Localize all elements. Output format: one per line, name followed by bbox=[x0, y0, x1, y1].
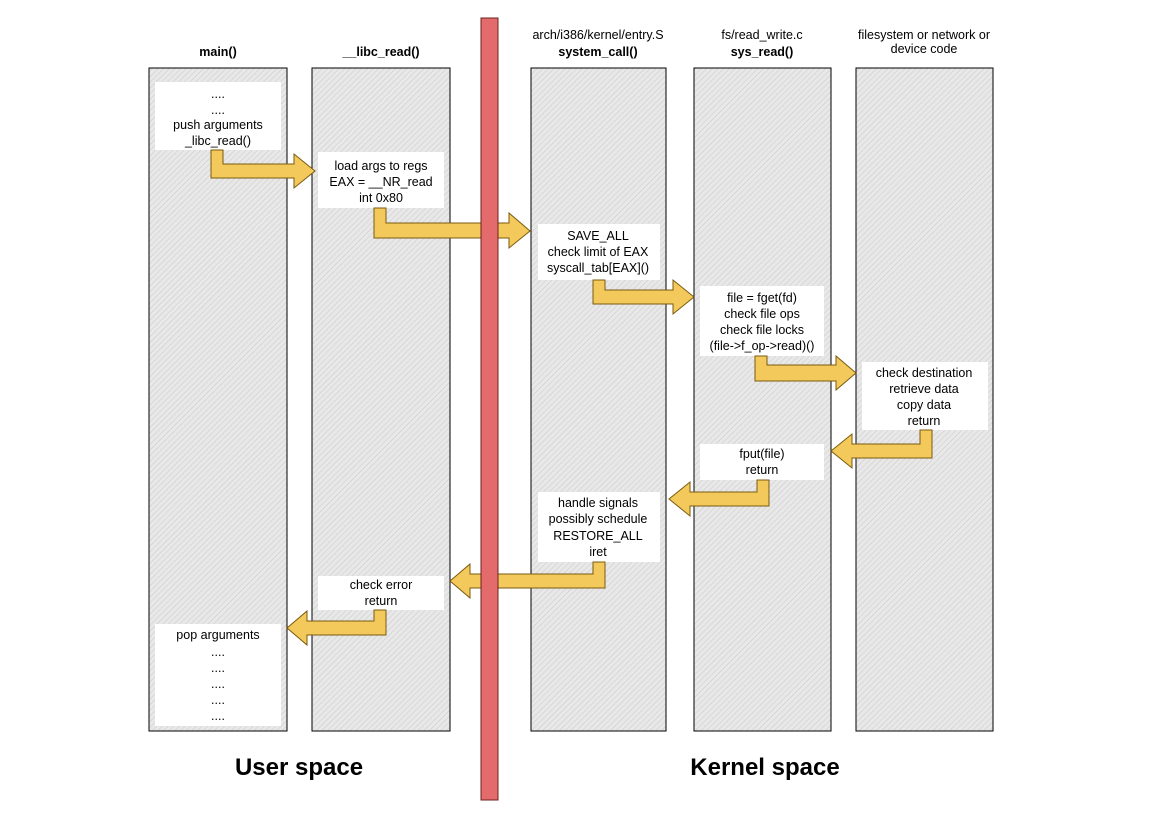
arrow-sysread-to-fs bbox=[754, 354, 857, 392]
svg-text:pop arguments: pop arguments bbox=[176, 628, 259, 642]
arrow-sysread-return-to-syscall bbox=[668, 479, 770, 518]
arrow-main-to-libc bbox=[210, 149, 316, 190]
column-path-sys-read: fs/read_write.c bbox=[721, 28, 802, 42]
box-syscall-save-all: SAVE_ALL check limit of EAX syscall_tab[… bbox=[538, 224, 660, 280]
box-sysread-file-ops: file = fget(fd) check file ops check fil… bbox=[700, 286, 824, 356]
svg-text:....: .... bbox=[211, 661, 225, 675]
column-header-main: main() bbox=[199, 45, 237, 59]
box-main-pop-arguments: pop arguments .... .... .... .... .... bbox=[155, 624, 281, 726]
label-kernel-space: Kernel space bbox=[690, 754, 839, 781]
column-header-system-call: system_call() bbox=[558, 45, 637, 59]
column-header-fs-line2: device code bbox=[891, 42, 958, 56]
svg-text:EAX = __NR_read: EAX = __NR_read bbox=[329, 175, 432, 189]
svg-text:int 0x80: int 0x80 bbox=[359, 191, 403, 205]
svg-text:check file locks: check file locks bbox=[720, 323, 804, 337]
label-user-space: User space bbox=[235, 754, 363, 781]
svg-text:return: return bbox=[746, 463, 779, 477]
box-libc-check-error: check error return bbox=[318, 576, 444, 610]
svg-text:return: return bbox=[365, 594, 398, 608]
svg-text:RESTORE_ALL: RESTORE_ALL bbox=[553, 529, 642, 543]
column-path-syscall: arch/i386/kernel/entry.S bbox=[532, 28, 663, 42]
arrow-fs-return-to-sysread bbox=[830, 429, 933, 470]
svg-text:....: .... bbox=[211, 677, 225, 691]
svg-text:(file->f_op->read)(): (file->f_op->read)() bbox=[710, 339, 815, 353]
svg-text:....: .... bbox=[211, 645, 225, 659]
svg-text:_libc_read(): _libc_read() bbox=[184, 134, 251, 148]
svg-text:fput(file): fput(file) bbox=[739, 447, 784, 461]
box-fs-check-destination: check destination retrieve data copy dat… bbox=[862, 362, 988, 430]
svg-text:file = fget(fd): file = fget(fd) bbox=[727, 291, 797, 305]
column-system-call bbox=[530, 67, 667, 732]
svg-text:....: .... bbox=[211, 709, 225, 723]
column-header-sys-read: sys_read() bbox=[731, 45, 794, 59]
box-libc-load-args: load args to regs EAX = __NR_read int 0x… bbox=[318, 152, 444, 208]
svg-text:check limit of EAX: check limit of EAX bbox=[548, 245, 649, 259]
svg-text:iret: iret bbox=[589, 545, 607, 559]
svg-text:load args to regs: load args to regs bbox=[334, 159, 427, 173]
svg-text:SAVE_ALL: SAVE_ALL bbox=[567, 229, 629, 243]
svg-text:push arguments: push arguments bbox=[173, 118, 263, 132]
svg-text:retrieve data: retrieve data bbox=[889, 382, 959, 396]
svg-text:....: .... bbox=[211, 103, 225, 117]
box-syscall-restore: handle signals possibly schedule RESTORE… bbox=[538, 492, 660, 562]
svg-text:check file ops: check file ops bbox=[724, 307, 800, 321]
svg-text:possibly schedule: possibly schedule bbox=[549, 512, 648, 526]
column-header-fs-line1: filesystem or network or bbox=[858, 28, 990, 42]
svg-text:syscall_tab[EAX](): syscall_tab[EAX]() bbox=[547, 261, 649, 275]
svg-text:check error: check error bbox=[350, 578, 413, 592]
column-sys-read bbox=[693, 67, 832, 732]
arrow-syscall-to-sysread bbox=[592, 278, 695, 316]
user-kernel-boundary bbox=[480, 17, 499, 801]
svg-text:handle signals: handle signals bbox=[558, 496, 638, 510]
svg-text:....: .... bbox=[211, 693, 225, 707]
box-main-top: .... .... push arguments _libc_read() bbox=[155, 82, 281, 150]
box-sysread-fput: fput(file) return bbox=[700, 444, 824, 480]
svg-text:copy data: copy data bbox=[897, 398, 951, 412]
arrow-libc-return-to-main bbox=[286, 609, 387, 647]
svg-text:check destination: check destination bbox=[876, 366, 973, 380]
svg-text:....: .... bbox=[211, 87, 225, 101]
arrow-syscall-return-to-libc bbox=[449, 561, 606, 600]
svg-text:return: return bbox=[908, 414, 941, 428]
column-header-libc-read: __libc_read() bbox=[341, 45, 419, 59]
